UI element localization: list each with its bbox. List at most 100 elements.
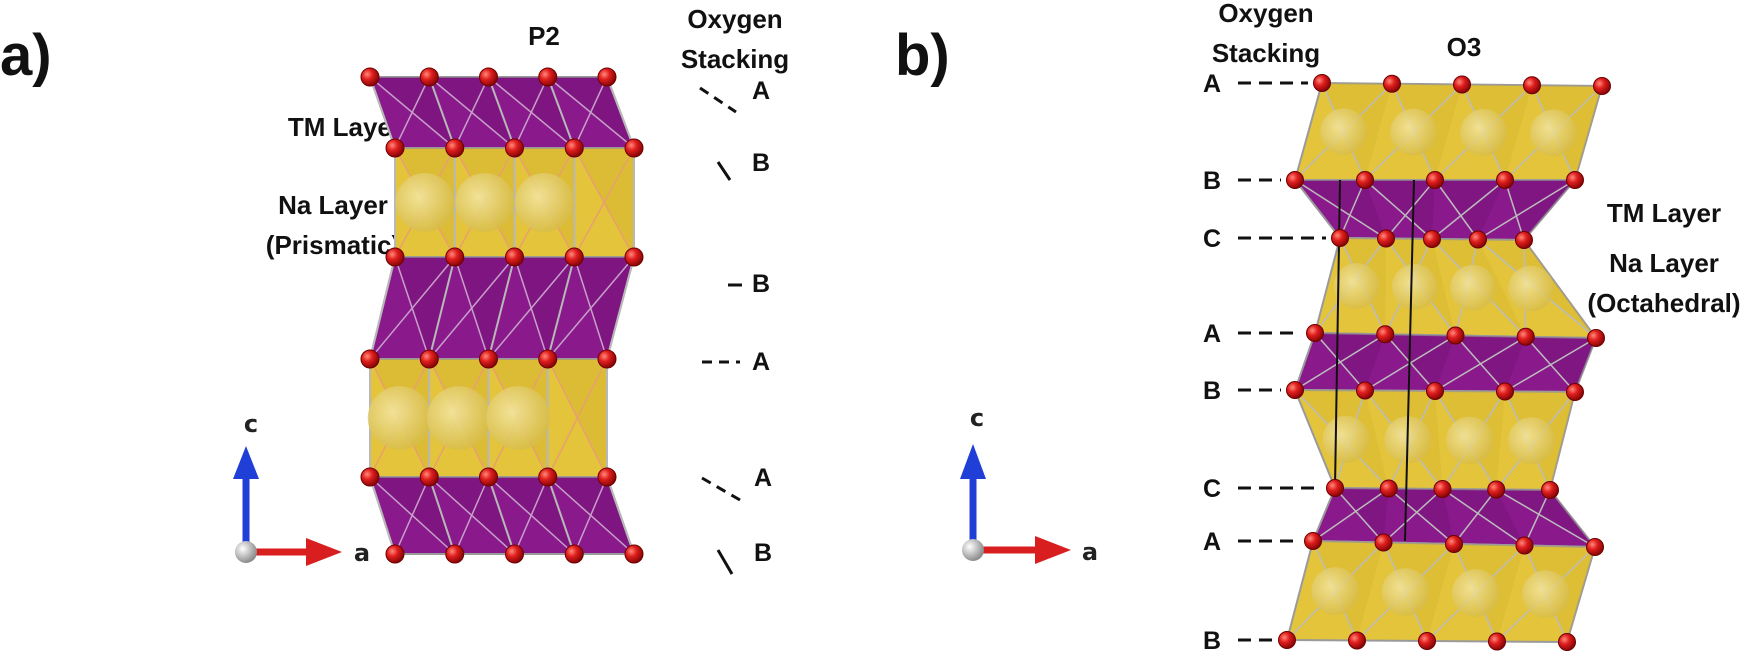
oxygen-atom <box>1516 327 1535 346</box>
oxygen-atom <box>1496 382 1514 401</box>
oxygen-atom <box>1566 383 1584 401</box>
o3-structure <box>1278 74 1611 651</box>
oxygen-atom <box>564 544 584 564</box>
oxygen-atom <box>1383 74 1401 93</box>
bond-edge <box>428 256 516 360</box>
panel-b-stacking-title-line2: Stacking <box>1212 38 1320 68</box>
panel-a-stacking-markers: A B B A A B <box>699 77 772 575</box>
oxygen-atom <box>1286 381 1304 399</box>
na-atom <box>367 386 432 450</box>
oxygen-atom <box>1304 532 1322 550</box>
na-atom <box>1450 264 1496 311</box>
bond-edge <box>573 147 635 258</box>
oxygen-atom <box>385 247 405 267</box>
oxygen-atom <box>479 467 498 487</box>
oxygen-atom <box>1433 480 1452 498</box>
oxygen-atom <box>1541 481 1559 499</box>
bond-edge <box>487 476 516 555</box>
oxygen-atom <box>1326 479 1344 497</box>
oxygen-atom <box>1587 329 1605 347</box>
oxygen-atom <box>1418 632 1436 650</box>
bond-edge <box>546 256 576 360</box>
origin-sphere <box>962 539 984 561</box>
oxygen-atom <box>445 247 465 267</box>
bond-edge <box>487 256 575 360</box>
na-atom <box>1320 108 1367 155</box>
bond-edge <box>394 476 430 555</box>
oxygen-atom <box>1306 324 1324 342</box>
p2-structure <box>360 67 644 564</box>
bond-edge <box>1294 333 1386 391</box>
oxygen-atom <box>505 247 524 267</box>
bond-edge <box>1312 487 1390 542</box>
a-axis-label: a <box>1082 538 1098 566</box>
bond-edge <box>1442 488 1525 547</box>
oxygen-atom <box>1379 479 1398 498</box>
bond-edge <box>1495 488 1596 548</box>
oxygen-atom <box>624 544 644 564</box>
oxygen-atom <box>1286 171 1304 189</box>
oxygen-atom <box>564 247 584 267</box>
unit-cell-edge <box>1404 179 1415 542</box>
oxygen-atom <box>624 138 644 158</box>
panel-b: b) Oxygen Stacking O3 TM Layer Na Layer … <box>895 0 1741 655</box>
bond-edge <box>606 476 635 555</box>
bond-edge <box>1334 487 1385 543</box>
bond-edge <box>428 476 456 555</box>
bond-edge <box>1504 337 1597 393</box>
na-atom <box>486 386 550 450</box>
bond-edge <box>513 76 549 149</box>
tm-octahedron-face <box>514 257 575 359</box>
panel-b-axes: c a <box>960 404 1098 566</box>
oxygen-atom <box>1426 171 1444 189</box>
stacking-label: A <box>1203 320 1221 348</box>
stacking-label: A <box>1203 70 1221 98</box>
panel-a-na-layer-sublabel: (Prismatic) <box>266 230 400 260</box>
stacking-label: A <box>752 77 770 105</box>
oxygen-atom <box>385 138 405 158</box>
oxygen-atom <box>1469 230 1487 249</box>
tm-octahedron-face <box>1505 180 1575 240</box>
oxygen-atom <box>1453 75 1471 94</box>
bond-edge <box>546 476 576 555</box>
na-atom <box>1530 109 1577 157</box>
na-atom <box>1322 415 1370 463</box>
panel-a-axes: c a <box>233 410 370 567</box>
tm-octahedron-face <box>395 257 455 359</box>
oxygen-atom <box>360 67 380 87</box>
stacking-label: A <box>1203 528 1221 556</box>
stacking-label: C <box>1203 225 1221 253</box>
tm-octahedron-face <box>1525 336 1596 392</box>
na-atom <box>1390 108 1437 156</box>
na-atom <box>1446 416 1494 464</box>
bond-edge <box>1382 488 1444 544</box>
na-atom <box>1333 263 1380 309</box>
bond-edge <box>1434 336 1527 392</box>
oxygen-atom <box>1496 171 1514 189</box>
oxygen-atom <box>538 467 558 487</box>
na-atom <box>1508 265 1554 312</box>
na-atom <box>1311 567 1359 615</box>
na-atom <box>1451 569 1500 617</box>
oxygen-atom <box>1374 533 1393 552</box>
tm-octahedron-face <box>1385 334 1456 391</box>
c-axis-label: c <box>970 404 984 432</box>
oxygen-atom <box>1593 77 1611 95</box>
oxygen-atom <box>1278 631 1296 649</box>
bond-edge <box>1504 179 1525 241</box>
bond-edge <box>1385 179 1436 239</box>
panel-b-tm-layer-label: TM Layer <box>1607 198 1721 228</box>
bond-edge <box>487 256 516 360</box>
bond-edge <box>394 76 430 149</box>
oxygen-atom <box>479 67 498 87</box>
oxygen-atom <box>1356 171 1374 189</box>
na-atom <box>1508 417 1556 465</box>
oxygen-atom <box>419 467 439 487</box>
tm-octahedron-face <box>454 257 515 359</box>
bond-edge <box>487 76 516 149</box>
bond-edge <box>547 256 635 360</box>
panel-b-title: O3 <box>1447 32 1482 62</box>
oxygen-atom <box>360 467 380 487</box>
panel-b-na-layer-sublabel: (Octahedral) <box>1587 288 1740 318</box>
